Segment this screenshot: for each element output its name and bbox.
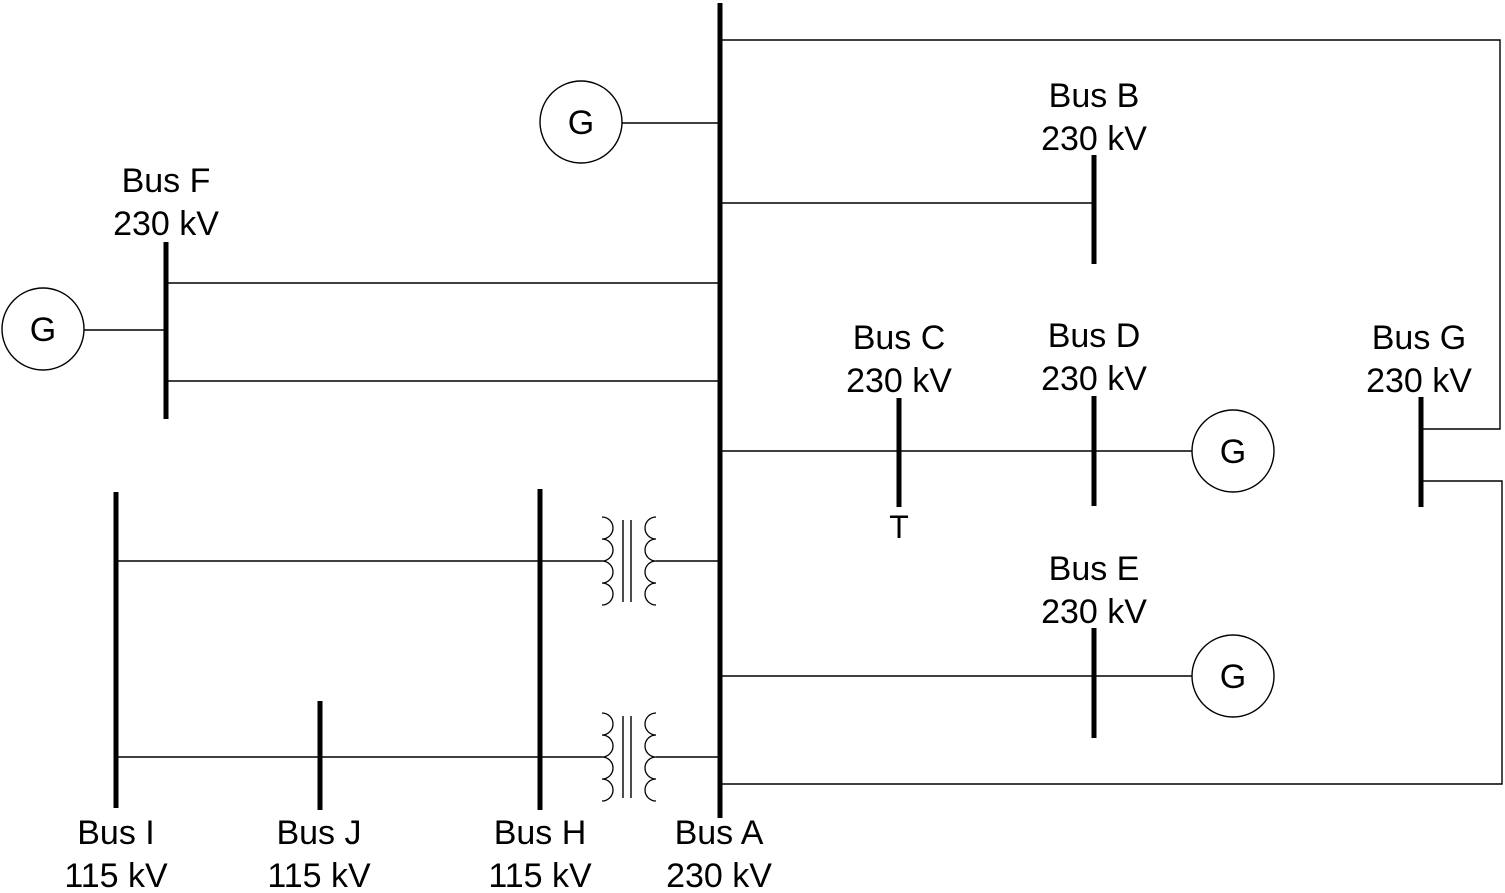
transmission-lines bbox=[84, 39, 1503, 785]
transformer-secondary-coil bbox=[644, 712, 657, 802]
bus-f-voltage: 230 kV bbox=[113, 205, 219, 243]
generator-symbol-circle bbox=[1, 287, 85, 371]
generator-label: G bbox=[30, 311, 56, 349]
bus-i-voltage: 115 kV bbox=[64, 857, 168, 893]
terminal-marker: T bbox=[889, 509, 909, 545]
bus-i-name: Bus I bbox=[77, 814, 154, 852]
bus-f-name: Bus F bbox=[122, 162, 211, 200]
bus-c-name: Bus C bbox=[853, 319, 946, 357]
transformer-primary-coil bbox=[601, 712, 614, 802]
bus-d-voltage: 230 kV bbox=[1041, 360, 1147, 398]
bus-g-voltage: 230 kV bbox=[1366, 362, 1472, 400]
generator-symbol-circle bbox=[539, 80, 623, 164]
bus-bars bbox=[113, 3, 1424, 818]
bus-e-name: Bus E bbox=[1049, 550, 1140, 588]
transformer-primary-coil bbox=[601, 516, 614, 606]
bus-h-voltage: 115 kV bbox=[488, 857, 592, 893]
generator-symbol-circle bbox=[1191, 634, 1275, 718]
bus-c-voltage: 230 kV bbox=[846, 362, 952, 400]
bus-j-name: Bus J bbox=[276, 814, 361, 852]
line-a-g-upper bbox=[720, 39, 1501, 430]
transformer-lower bbox=[601, 712, 657, 802]
bus-b-name: Bus B bbox=[1049, 77, 1140, 115]
bus-j-voltage: 115 kV bbox=[267, 857, 371, 893]
bus-d-name: Bus D bbox=[1048, 317, 1141, 355]
bus-h-name: Bus H bbox=[494, 814, 587, 852]
transformer-secondary-coil bbox=[644, 516, 657, 606]
bus-b-voltage: 230 kV bbox=[1041, 120, 1147, 158]
generator-bus-f: G bbox=[1, 287, 85, 371]
bus-e-voltage: 230 kV bbox=[1041, 593, 1147, 631]
line-a-g-lower bbox=[720, 480, 1503, 785]
bus-g-name: Bus G bbox=[1372, 319, 1466, 357]
generator-bus-e: G bbox=[1191, 634, 1275, 718]
generator-bus-d: G bbox=[1191, 409, 1275, 493]
generator-symbol-circle bbox=[1191, 409, 1275, 493]
generator-label: G bbox=[1220, 658, 1246, 696]
bus-a-voltage: 230 kV bbox=[666, 857, 772, 893]
bus-a-name: Bus A bbox=[675, 814, 764, 852]
generator-label: G bbox=[568, 104, 594, 142]
generator-label: G bbox=[1220, 433, 1246, 471]
generator-bus-a: G bbox=[539, 80, 623, 164]
bus-labels: Bus B 230 kV Bus F 230 kV Bus C 230 kV B… bbox=[64, 77, 1472, 893]
transformer-upper bbox=[601, 516, 657, 606]
